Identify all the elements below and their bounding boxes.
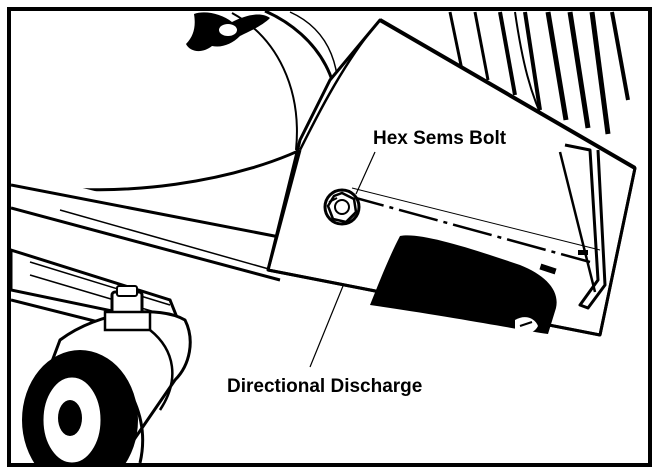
hex-bolt-leader-line: [355, 151, 376, 195]
directional-discharge-shroud: [266, 18, 637, 337]
caster-wheel: [11, 248, 192, 463]
adjustment-knob: [186, 12, 270, 52]
discharge-leader-line: [309, 285, 344, 368]
hex-sems-bolt-label: Hex Sems Bolt: [373, 128, 507, 149]
hex-sems-bolt: [323, 188, 361, 226]
discharge-opening: [370, 235, 557, 334]
directional-discharge-label: Directional Discharge: [227, 376, 422, 397]
motor-fins: [440, 11, 640, 150]
base-plate: [11, 170, 296, 282]
